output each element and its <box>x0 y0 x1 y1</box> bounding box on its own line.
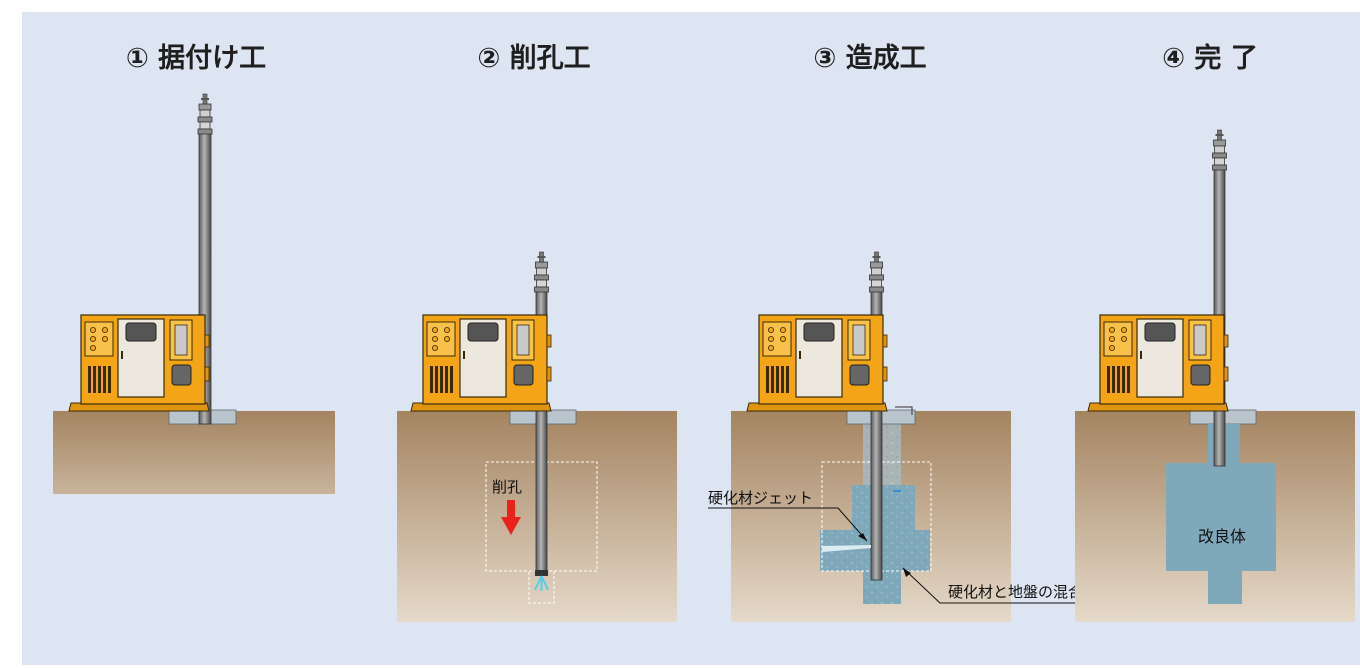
swivel-head-icon <box>534 251 549 293</box>
jet-grout-machine <box>746 314 888 412</box>
leader-arrow-icon <box>903 568 911 577</box>
step-3-scene: 硬化材ジェット 硬化材と地盤の混合体 <box>708 251 1130 622</box>
leader-arrow-icon <box>858 533 867 541</box>
jet-grout-machine <box>410 314 552 412</box>
jet-grout-machine <box>68 314 210 412</box>
step-1-scene <box>53 93 335 494</box>
jet-grout-machine <box>1087 314 1229 412</box>
down-arrow-icon <box>501 500 521 535</box>
step-4-scene: 改良体 <box>1075 129 1355 622</box>
improved-body-label: 改良体 <box>1198 527 1246 546</box>
mixture-leader <box>902 567 1130 604</box>
swivel-head-icon <box>197 93 213 135</box>
water-jet-icon <box>534 575 549 591</box>
hardener-jet-stream <box>822 545 871 552</box>
step-1-title: ① 据付け工 <box>125 43 267 74</box>
step-2-scene: 削孔 <box>397 251 677 622</box>
soil-ground <box>53 411 335 494</box>
mixture-label: 硬化材と地盤の混合体 <box>948 583 1098 601</box>
step-3-title: ③ 造成工 <box>813 43 927 74</box>
jet-nozzle-mark <box>893 490 901 492</box>
drilling-label: 削孔 <box>492 478 522 496</box>
step-4-title: ④ 完 了 <box>1162 43 1258 74</box>
hardener-jet-label: 硬化材ジェット <box>708 489 813 507</box>
drill-bit <box>535 570 548 576</box>
improved-body-shape <box>1166 463 1276 604</box>
swivel-head-icon <box>1212 129 1227 171</box>
step-2-title: ② 削孔工 <box>477 43 591 74</box>
swivel-head-icon <box>869 251 884 293</box>
hardener-jet-leader <box>708 507 868 542</box>
return-pipe <box>895 406 913 415</box>
